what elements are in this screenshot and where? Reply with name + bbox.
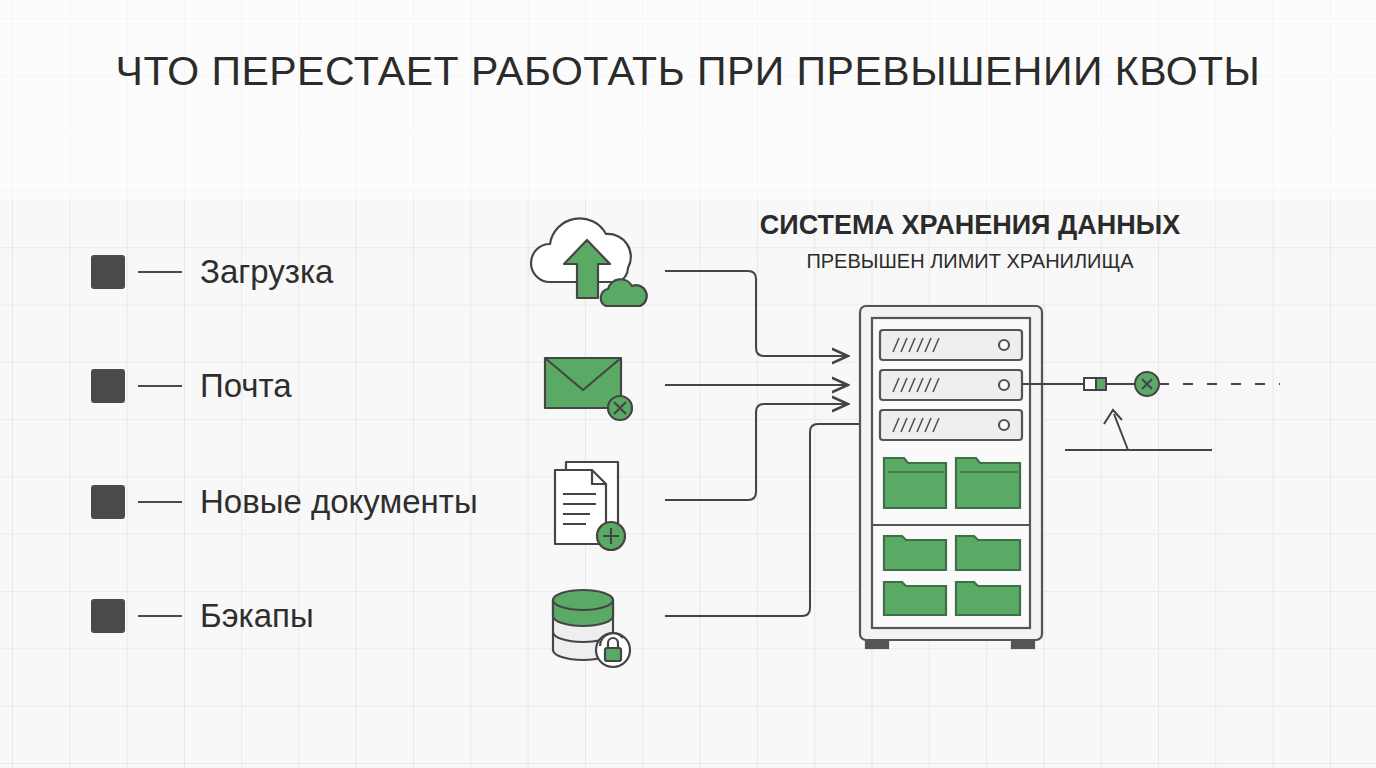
- wires: [665, 271, 860, 616]
- list-item-label: Новые документы: [200, 482, 478, 522]
- diagram-title: ЧТО ПЕРЕСТАЕТ РАБОТАТЬ ПРИ ПРЕВЫШЕНИИ КВ…: [40, 48, 1336, 95]
- list-item-label: Почта: [200, 366, 292, 406]
- node-heading: СИСТЕМА ХРАНЕНИЯ ДАННЫХ: [740, 210, 1200, 241]
- list-item-label: Загрузка: [200, 252, 333, 292]
- backup-icon: [553, 590, 630, 667]
- document-icon: [555, 462, 625, 550]
- storage-rack: [860, 306, 1042, 648]
- bullet-markers: [92, 256, 182, 632]
- node-subheading: ПРЕВЫШЕН ЛИМИТ ХРАНИЛИЩА: [740, 250, 1200, 273]
- disconnected-link: [1022, 372, 1280, 450]
- storage-system-node: СИСТЕМА ХРАНЕНИЯ ДАННЫХ ПРЕВЫШЕН ЛИМИТ ХР…: [740, 204, 1200, 652]
- upload-icon: [531, 218, 647, 306]
- mail-icon: [545, 358, 632, 420]
- title-band: [0, 0, 1376, 200]
- list-item-label: Бэкапы: [200, 596, 314, 636]
